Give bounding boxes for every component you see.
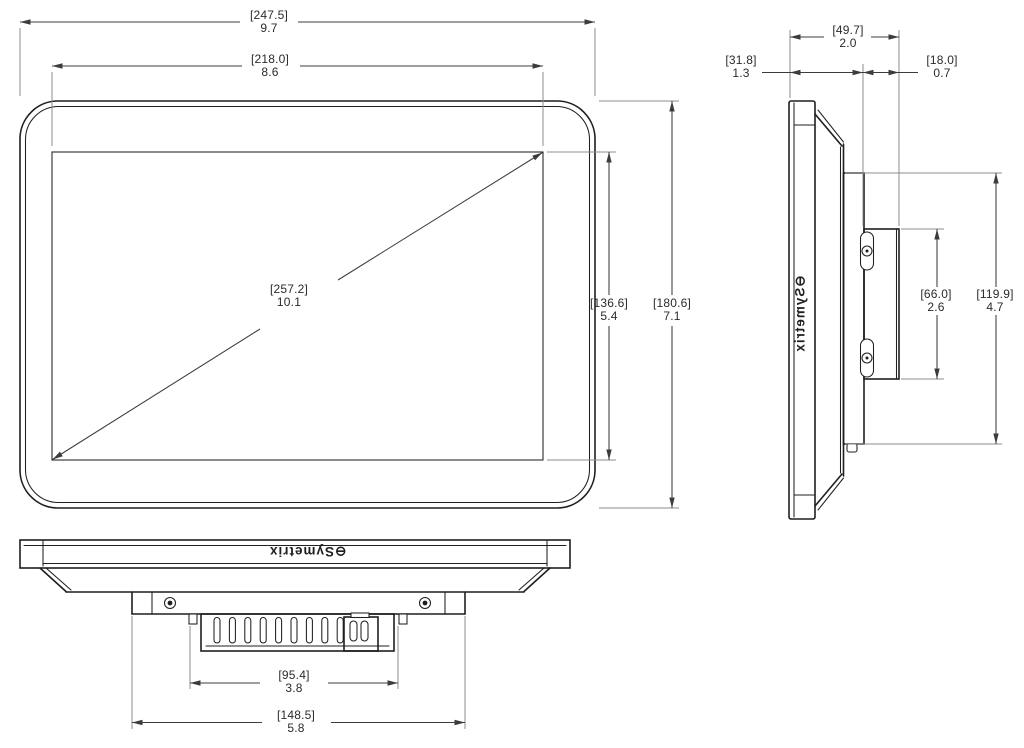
logo-mark-icon: ⊖	[793, 275, 809, 288]
dim-overall-width: [247.5] 9.7	[250, 9, 288, 35]
logo-wordmark: Symetrix	[793, 287, 809, 353]
plate-screw-left	[163, 596, 177, 610]
vent-box-outline	[200, 613, 395, 652]
dim-inches: 5.4	[600, 309, 618, 323]
dim-diagonal: [257.2] 10.1	[269, 281, 309, 309]
dim-overall-height-lines	[599, 100, 679, 509]
dim-mm: [148.5]	[276, 708, 316, 722]
bottom-bezel-edge-outline	[19, 539, 571, 569]
dim-overall-depth: [49.7] 2.0	[832, 24, 863, 50]
dim-inches: 2.0	[839, 36, 857, 50]
dim-screen-height: [136.6] 5.4	[590, 297, 628, 323]
dim-overall-height: [180.6] 7.1	[653, 297, 691, 323]
plate-clip-left	[188, 613, 198, 625]
logo-mark-icon: ⊖	[334, 544, 347, 559]
dim-overall-width-lines	[19, 19, 596, 96]
dim-inches: 2.6	[927, 300, 945, 314]
dim-screen-height-lines	[547, 151, 616, 461]
side-view	[762, 30, 1002, 520]
dim-mm: [18.0]	[926, 53, 958, 67]
dim-plate-width-lines	[131, 616, 466, 729]
dim-mm: [136.6]	[589, 296, 629, 310]
dim-inches: 7.1	[663, 309, 681, 323]
dim-housing-height: [119.9] 4.7	[976, 288, 1013, 314]
diagonal-dimension-line	[52, 152, 543, 460]
dim-mm: [49.7]	[832, 23, 864, 37]
dim-inches: 3.8	[285, 681, 303, 695]
front-bezel-inner-outline	[24, 105, 591, 504]
dim-front-depth: [31.8] 1.3	[725, 54, 756, 80]
front-view	[19, 19, 679, 509]
front-bezel-outer-outline	[19, 100, 596, 509]
plate-screw-right	[418, 596, 432, 610]
dim-mount-depth: [18.0] 0.7	[926, 54, 957, 80]
dim-housing-height-lines	[845, 172, 1002, 445]
mounting-bracket-outline	[863, 228, 900, 380]
dim-mm: [257.2]	[269, 281, 309, 296]
logo-wordmark: Symetrix	[269, 544, 335, 559]
dim-vent-width: [95.4] 3.8	[278, 669, 309, 695]
dim-inches: 1.3	[732, 66, 750, 80]
rear-bottom-boss	[846, 443, 858, 453]
dim-inches: 4.7	[986, 300, 1004, 314]
dim-inches: 9.7	[260, 21, 278, 35]
screen-area-outline	[51, 151, 544, 461]
rear-housing-outline	[842, 172, 865, 445]
dim-mm: [31.8]	[725, 53, 757, 67]
mount-plate-outline	[131, 591, 466, 615]
terminal-connector	[343, 612, 379, 652]
dim-inches: 8.6	[261, 65, 279, 79]
dim-mount-height: [66.0] 2.6	[920, 288, 951, 314]
side-bezel-outline	[788, 100, 816, 520]
dim-mm: [218.0]	[250, 52, 290, 66]
plate-clip-right	[398, 613, 408, 625]
vent-slots	[213, 616, 344, 644]
dim-mm: [119.9]	[976, 287, 1014, 301]
dim-vent-width-lines	[189, 626, 399, 689]
bracket-screw-bottom	[859, 338, 875, 378]
dim-mm: [247.5]	[249, 8, 289, 22]
dim-overall-depth-lines	[789, 30, 900, 226]
dim-depth-split-lines	[762, 64, 918, 226]
dim-mm: [180.6]	[652, 296, 692, 310]
dim-plate-width: [148.5] 5.8	[277, 709, 315, 735]
dim-inches: 10.1	[276, 294, 302, 309]
bracket-screw-top	[859, 231, 875, 271]
dim-screen-width-lines	[51, 63, 544, 146]
dim-mount-height-lines	[901, 228, 944, 380]
bottom-view	[19, 539, 571, 729]
dim-screen-width: [218.0] 8.6	[251, 53, 289, 79]
dim-inches: 0.7	[933, 66, 951, 80]
dim-mm: [66.0]	[920, 287, 952, 301]
dim-inches: 5.8	[287, 721, 305, 735]
dim-mm: [95.4]	[278, 668, 310, 682]
